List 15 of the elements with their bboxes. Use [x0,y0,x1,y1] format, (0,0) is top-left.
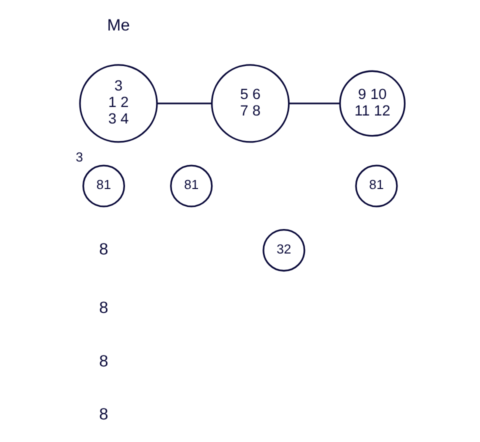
node-circle: 81 [82,164,126,208]
label: 8 [99,352,108,370]
node-circle: 9 10 11 12 [339,70,406,137]
label: 8 [99,406,108,424]
node-circle: 81 [170,164,213,208]
node-label: 3 [76,149,84,164]
node-circle: 32 [262,228,306,272]
connector [157,102,212,104]
connector [288,102,340,104]
node-circle: 5 6 7 8 [211,64,290,143]
label: Me [107,16,130,35]
node-circle: 81 [355,164,398,208]
label: 8 [99,299,108,318]
node-circle: 3 1 2 3 4 [79,64,158,143]
label: 8 [99,240,108,258]
